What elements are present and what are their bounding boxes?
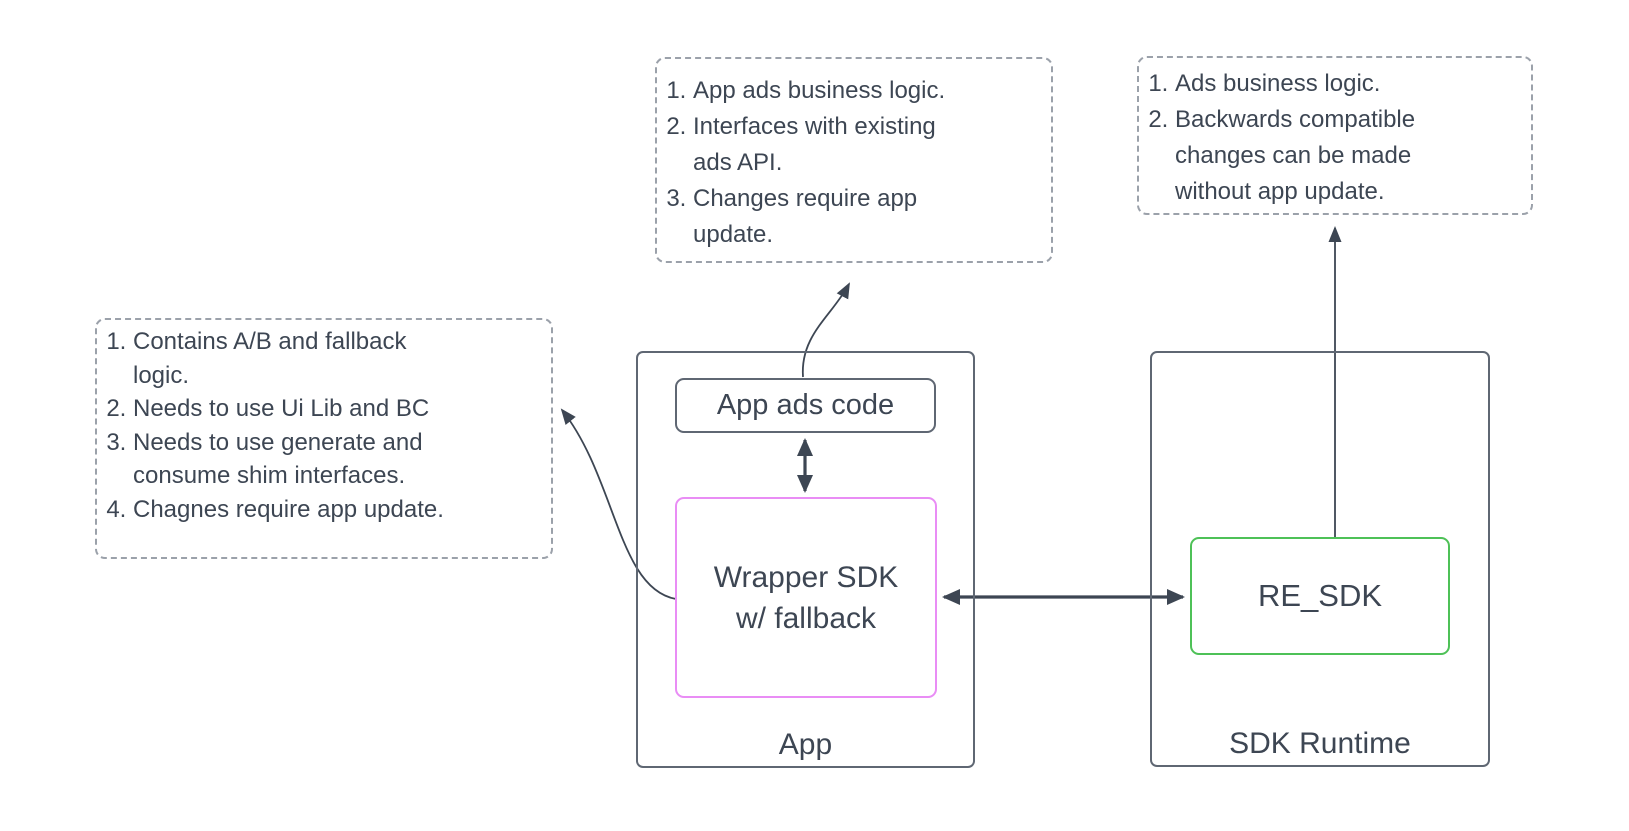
- node-app-ads-code: App ads code: [675, 378, 936, 433]
- note-item: Needs to use generate and consume shim i…: [133, 426, 545, 493]
- note-re-sdk-details: Ads business logic. Backwards compatible…: [1137, 56, 1533, 215]
- note-item: App ads business logic.: [693, 73, 1045, 109]
- note-item: Needs to use Ui Lib and BC: [133, 392, 545, 426]
- node-re-sdk: RE_SDK: [1190, 537, 1450, 655]
- note-item: Ads business logic.: [1175, 66, 1525, 102]
- container-sdk-runtime-label: SDK Runtime: [1229, 727, 1411, 760]
- note-item: Contains A/B and fallback logic.: [133, 325, 545, 392]
- note-wrapper-sdk-details: Contains A/B and fallback logic. Needs t…: [95, 318, 553, 559]
- container-sdk-runtime: SDK Runtime: [1150, 351, 1490, 767]
- node-wrapper-sdk: Wrapper SDK w/ fallback: [675, 497, 937, 698]
- note-app-ads-code-details: App ads business logic. Interfaces with …: [655, 57, 1053, 263]
- note-item: Changes require app update.: [693, 181, 1045, 253]
- note-item: Chagnes require app update.: [133, 493, 545, 527]
- container-app: App: [636, 351, 975, 768]
- container-app-label: App: [778, 728, 833, 761]
- note-item: Backwards compatible changes can be made…: [1175, 102, 1525, 210]
- note-item: Interfaces with existing ads API.: [693, 109, 1045, 181]
